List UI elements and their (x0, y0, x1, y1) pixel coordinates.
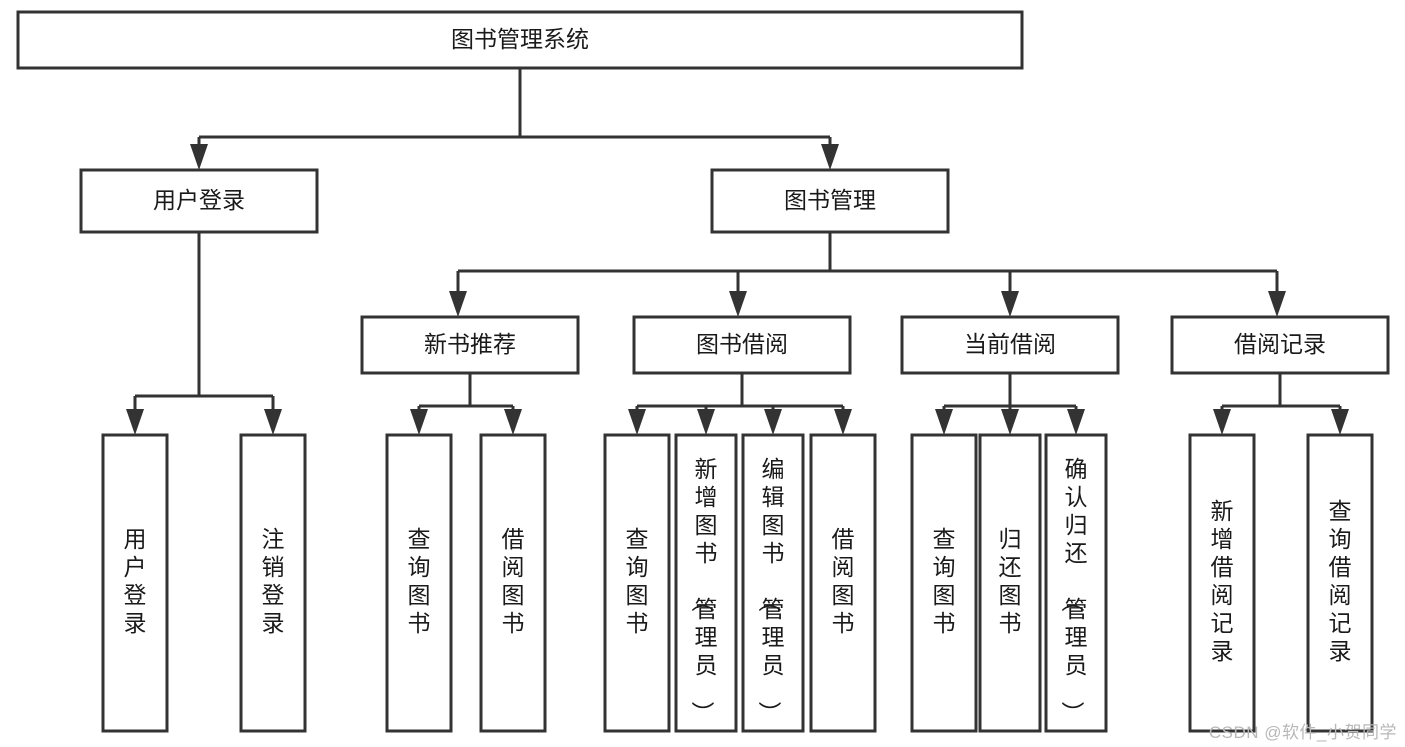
node-label: 归还图书 (999, 526, 1022, 636)
node-box[interactable] (632, 315, 852, 375)
node-label: 图书借阅 (696, 331, 788, 357)
node-label: 查询图书 (408, 526, 431, 636)
node-box[interactable] (16, 10, 1024, 70)
arrow-head-icon (264, 409, 282, 435)
leaf-node-确认归还管理员-10[interactable]: 确认归还（管理员） (1044, 433, 1108, 733)
arrow-head-icon (729, 291, 747, 317)
arrow-head-icon (126, 409, 144, 435)
level3-node-当前借阅-2[interactable]: 当前借阅 (900, 315, 1120, 375)
leaf-node-借阅图书-7[interactable]: 借阅图书 (809, 433, 877, 733)
leaf-node-查询借阅记录-12[interactable]: 查询借阅记录 (1306, 433, 1374, 733)
leaf-node-新增借阅记录-11[interactable]: 新增借阅记录 (1188, 433, 1256, 733)
edge-newbook-to-leaves (410, 373, 522, 435)
arrow-head-icon (1067, 409, 1085, 435)
node-box[interactable] (978, 433, 1042, 733)
arrow-head-icon (1001, 291, 1019, 317)
leaf-node-借阅图书-3[interactable]: 借阅图书 (479, 433, 547, 733)
node-box[interactable] (239, 433, 307, 733)
arrow-head-icon (190, 144, 208, 170)
arrow-head-icon (410, 409, 428, 435)
node-label: 图书管理系统 (451, 26, 589, 52)
edge-borrow-to-leaves (628, 373, 852, 435)
leaf-node-查询图书-8[interactable]: 查询图书 (910, 433, 978, 733)
node-box[interactable] (479, 433, 547, 733)
edge-bookmgmt-to-level3 (449, 232, 1286, 317)
leaf-node-查询图书-4[interactable]: 查询图书 (603, 433, 671, 733)
node-box[interactable] (741, 433, 805, 733)
level2-node-图书管理-1[interactable]: 图书管理 (710, 168, 950, 234)
node-label: 查询图书 (933, 526, 956, 636)
node-box[interactable] (674, 433, 738, 733)
root-node-图书管理系统[interactable]: 图书管理系统 (16, 10, 1024, 70)
leaf-node-注销登录-1[interactable]: 注销登录 (239, 433, 307, 733)
level3-node-借阅记录-3[interactable]: 借阅记录 (1170, 315, 1390, 375)
node-box[interactable] (1170, 315, 1390, 375)
leaf-node-编辑图书管理员-6[interactable]: 编辑图书（管理员） (741, 433, 805, 733)
node-box[interactable] (385, 433, 453, 733)
arrow-head-icon (697, 409, 715, 435)
edge-login-to-leaves (126, 232, 282, 435)
node-box[interactable] (79, 168, 319, 234)
edge-current-to-leaves (935, 373, 1085, 435)
node-label: 确认归还（管理员） (1060, 456, 1088, 724)
arrow-head-icon (1331, 409, 1349, 435)
node-label: 图书管理 (784, 187, 876, 213)
level3-node-新书推荐-0[interactable]: 新书推荐 (360, 315, 580, 375)
leaf-node-用户登录-0[interactable]: 用户登录 (101, 433, 169, 733)
arrow-head-icon (821, 144, 839, 170)
leaf-node-归还图书-9[interactable]: 归还图书 (978, 433, 1042, 733)
node-box[interactable] (809, 433, 877, 733)
arrow-head-icon (1001, 409, 1019, 435)
leaf-node-查询图书-2[interactable]: 查询图书 (385, 433, 453, 733)
arrow-head-icon (935, 409, 953, 435)
node-box[interactable] (360, 315, 580, 375)
node-label: 新增图书（管理员） (690, 456, 718, 724)
node-box[interactable] (1188, 433, 1256, 733)
arrow-head-icon (764, 409, 782, 435)
node-label: 注销登录 (262, 526, 285, 636)
leaf-node-新增图书管理员-5[interactable]: 新增图书（管理员） (674, 433, 738, 733)
node-label: 编辑图书（管理员） (757, 456, 785, 724)
connectors-layer (126, 68, 1349, 435)
arrow-head-icon (504, 409, 522, 435)
node-label: 新增借阅记录 (1211, 498, 1234, 664)
arrow-head-icon (449, 291, 467, 317)
node-label: 借阅图书 (502, 526, 525, 636)
arrow-head-icon (1213, 409, 1231, 435)
node-box[interactable] (101, 433, 169, 733)
arrow-head-icon (1268, 291, 1286, 317)
node-label: 借阅图书 (832, 526, 855, 636)
nodes-layer: 图书管理系统用户登录图书管理新书推荐图书借阅当前借阅借阅记录用户登录注销登录查询… (16, 10, 1390, 733)
node-label: 用户登录 (153, 187, 245, 213)
node-box[interactable] (1306, 433, 1374, 733)
edge-root-to-level2 (190, 68, 839, 170)
node-label: 查询图书 (626, 526, 649, 636)
node-box[interactable] (603, 433, 671, 733)
node-label: 当前借阅 (964, 331, 1056, 357)
edge-record-to-leaves (1213, 373, 1349, 435)
level3-node-图书借阅-1[interactable]: 图书借阅 (632, 315, 852, 375)
node-label: 新书推荐 (424, 331, 516, 357)
node-box[interactable] (1044, 433, 1108, 733)
node-label: 用户登录 (124, 526, 147, 636)
node-box[interactable] (900, 315, 1120, 375)
arrow-head-icon (628, 409, 646, 435)
arrow-head-icon (834, 409, 852, 435)
node-label: 借阅记录 (1234, 331, 1326, 357)
node-box[interactable] (910, 433, 978, 733)
node-label: 查询借阅记录 (1329, 498, 1352, 664)
level2-node-用户登录-0[interactable]: 用户登录 (79, 168, 319, 234)
node-box[interactable] (710, 168, 950, 234)
